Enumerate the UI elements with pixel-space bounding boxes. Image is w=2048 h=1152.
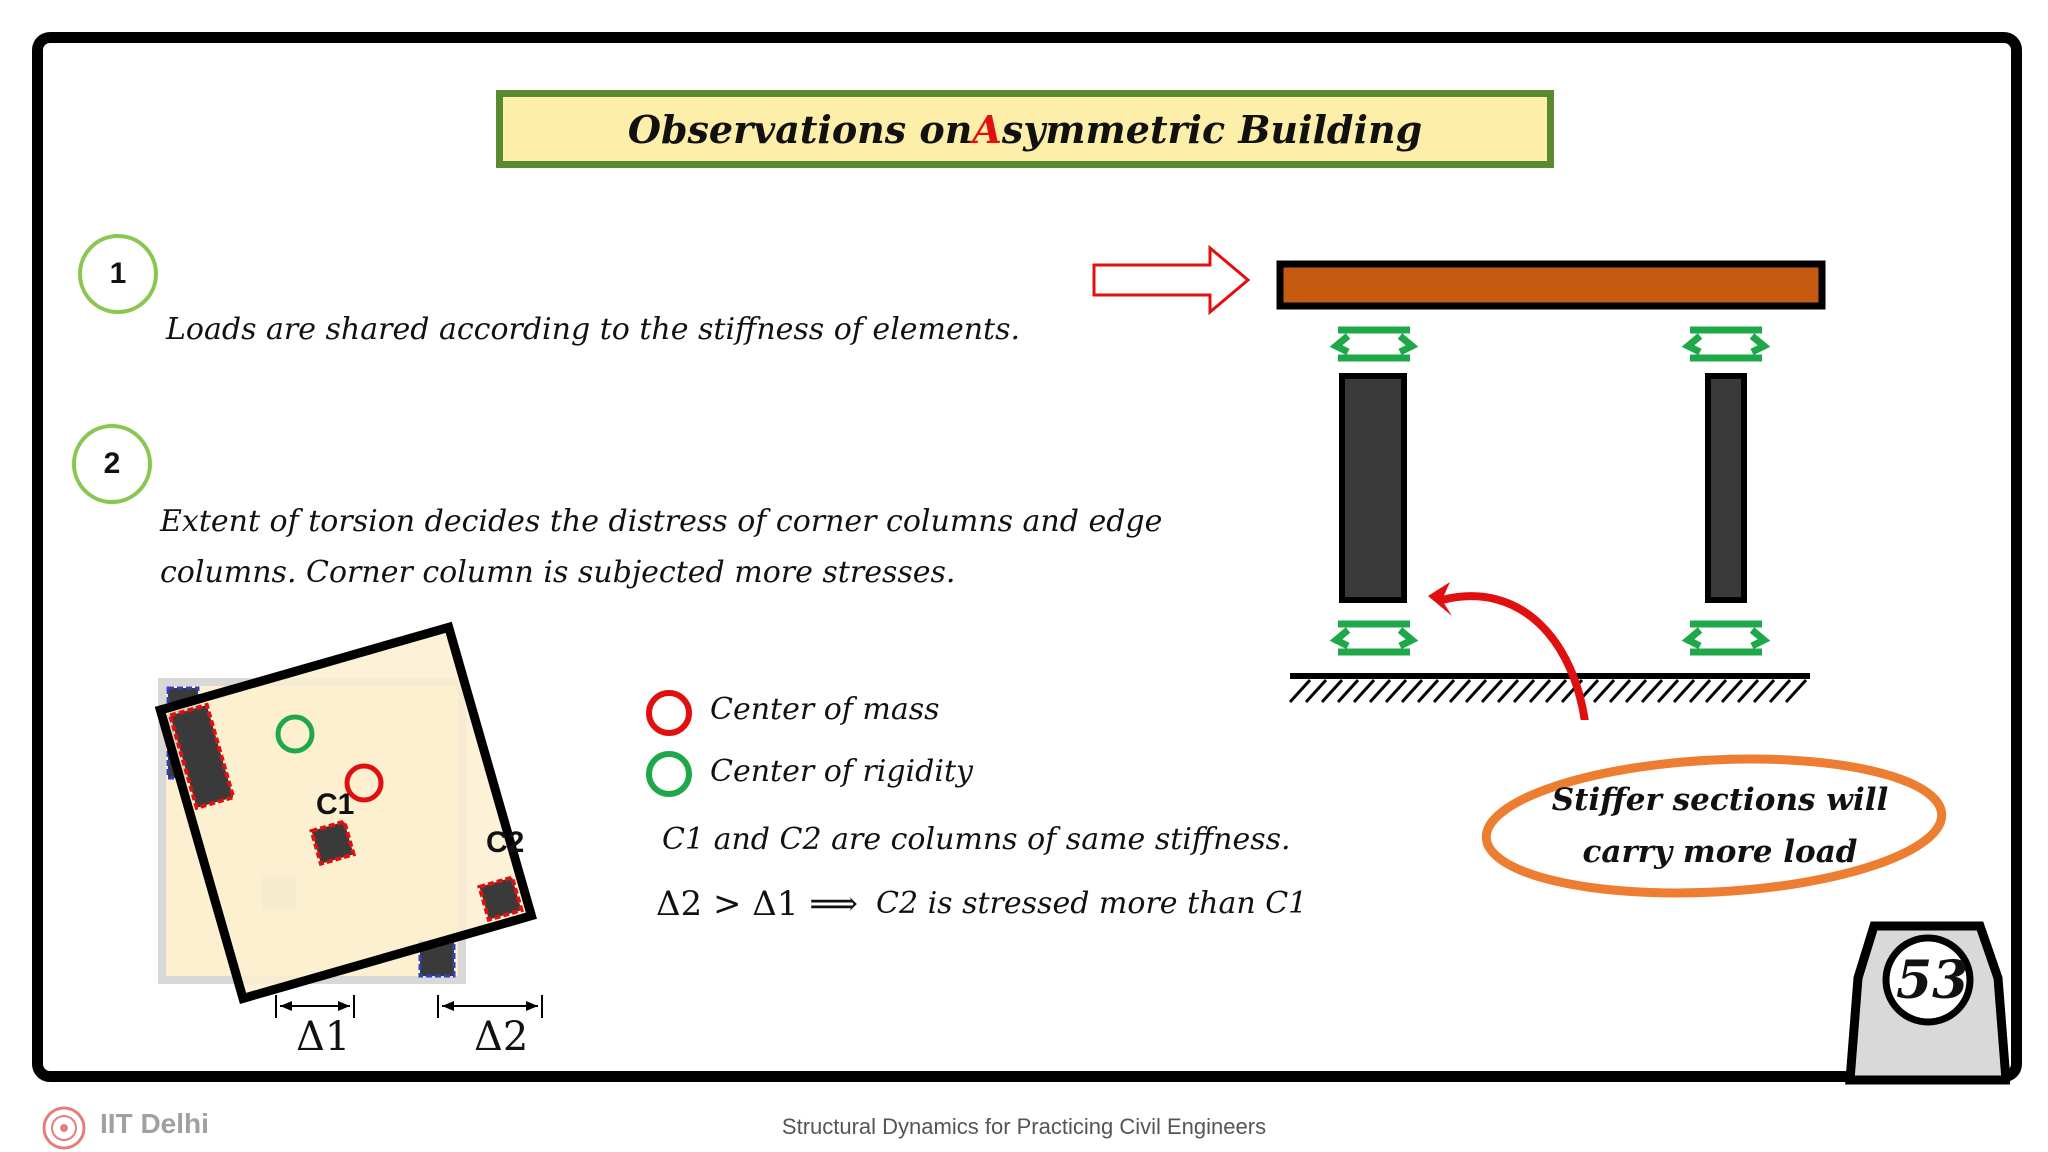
columns-statement: C1 and C2 are columns of same stiffness. — [662, 822, 1291, 857]
delta-2-arrow-left — [442, 1001, 454, 1011]
badge-circle — [1882, 934, 1974, 1026]
rotated-column-c1 — [309, 819, 357, 867]
legend-markers — [646, 690, 692, 797]
center-of-mass-marker — [344, 763, 384, 803]
stiff-column — [1339, 373, 1407, 603]
callout-pointer-head — [1428, 582, 1452, 616]
flexible-column — [1705, 373, 1747, 603]
observation-2-line-2: columns. Corner column is subjected more… — [160, 555, 956, 590]
legend-rigidity-text: Center of rigidity — [710, 754, 973, 789]
rotated-corner-column — [167, 702, 236, 811]
delta-1-label: Δ1 — [296, 1014, 351, 1060]
shear-arrows — [1329, 326, 1771, 656]
callout-outline — [1481, 754, 1947, 898]
slide-number: 53 — [1896, 950, 1969, 1011]
iit-delhi-logo — [42, 1106, 86, 1150]
relation-lhs: Δ2 > Δ1 ⟹ — [656, 884, 859, 924]
relation-rhs: C2 is stressed more than C1 — [876, 886, 1308, 921]
legend-mass-text: Center of mass — [710, 692, 940, 727]
observation-1-text: Loads are shared according to the stiffn… — [166, 312, 1021, 347]
delta-1-arrow-right — [338, 1001, 350, 1011]
callout-pointer-arrow — [1441, 592, 1589, 720]
callout-ellipse — [1481, 754, 1947, 898]
rotated-floor-outline — [154, 621, 537, 1004]
callout-line-1: Stiffer sections will — [1551, 782, 1889, 818]
legend-rigidity-circle — [646, 751, 692, 797]
title-accent-letter: A — [972, 106, 1002, 152]
institution-name: IIT Delhi — [100, 1108, 209, 1139]
callout-text: Stiffer sections will carry more load — [1520, 774, 1920, 878]
course-title: Structural Dynamics for Practicing Civil… — [781, 1114, 1267, 1139]
slide-title: Observations on A symmetric Building — [496, 90, 1554, 168]
observation-1-badge: 1 — [78, 234, 158, 314]
observation-2-number: 2 — [103, 447, 121, 480]
delta-2-label: Δ2 — [474, 1014, 529, 1060]
column-label-c1: C1 — [316, 788, 355, 821]
observation-1-number: 1 — [109, 257, 127, 290]
callout-line-2: carry more load — [1582, 834, 1858, 870]
column-label-c2: C2 — [486, 826, 525, 859]
frame-diagram — [1092, 244, 1826, 720]
center-of-rigidity-marker — [275, 714, 315, 754]
delta-1-arrow-left — [280, 1001, 292, 1011]
title-text-2: symmetric Building — [1001, 106, 1423, 152]
title-text-1: Observations on — [627, 106, 973, 152]
floor-slab — [1276, 260, 1826, 310]
observation-2-badge: 2 — [72, 424, 152, 504]
original-column-c2 — [418, 940, 456, 978]
delta-2-arrow-right — [526, 1001, 538, 1011]
lateral-load-arrow — [1092, 244, 1251, 316]
legend-mass-circle — [646, 690, 692, 736]
rotated-floor — [154, 621, 537, 1004]
ground-hatching — [1288, 678, 1808, 704]
observation-2-line-1: Extent of torsion decides the distress o… — [160, 504, 1163, 539]
slide-number-badge — [1845, 921, 2010, 1085]
torsion-plan-diagram — [154, 621, 543, 1018]
